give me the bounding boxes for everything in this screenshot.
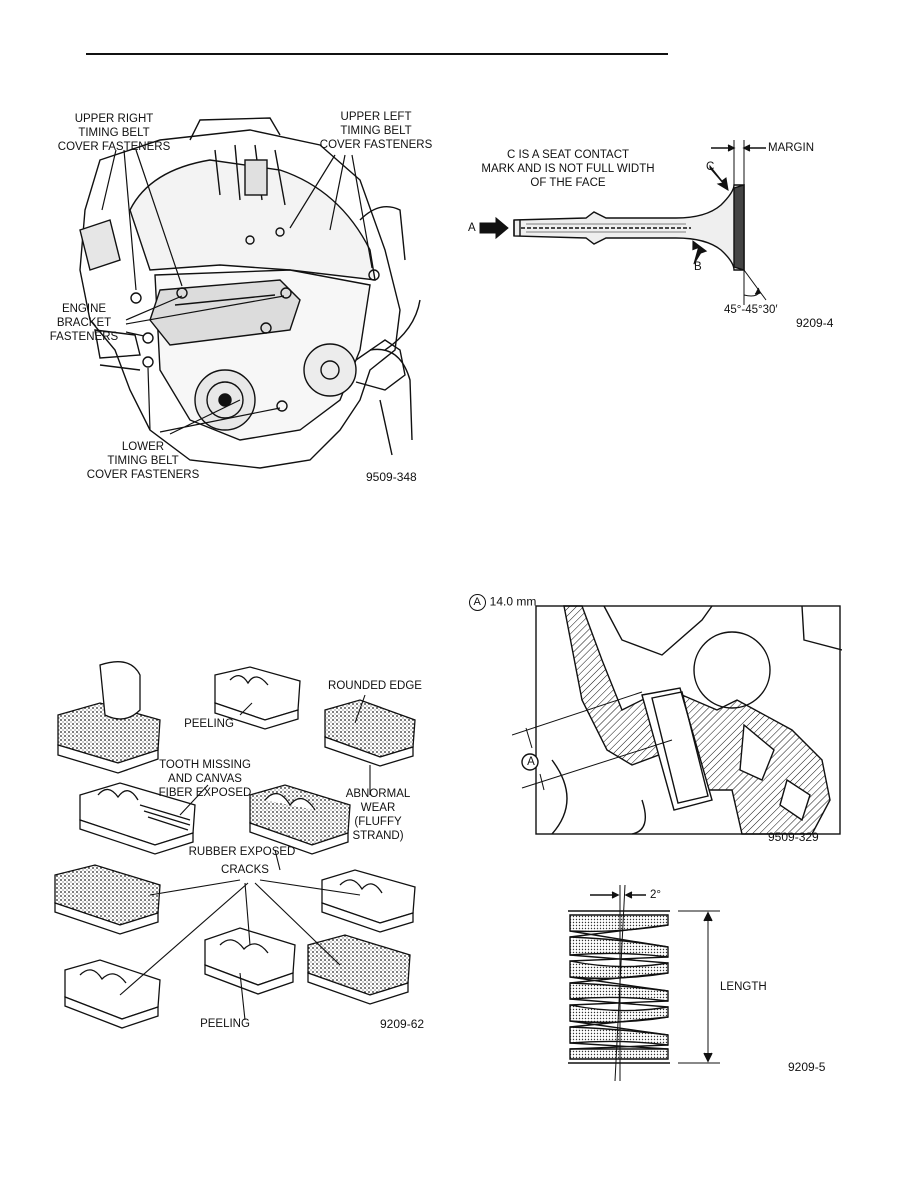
spring-figure: 2° LENGTH 9209-5 — [560, 885, 840, 1085]
label-cracks: CRACKS — [221, 864, 269, 876]
figure-code: 9209-5 — [788, 1060, 826, 1074]
timing-cover-drawing — [79, 117, 421, 469]
label-rubber-exposed: RUBBER EXPOSED — [188, 846, 296, 858]
label-upper-left-fasteners: UPPER LEFT TIMING BELT COVER FASTENERS — [319, 111, 433, 151]
label-b: B — [694, 261, 702, 273]
belt-wear-figure: PEELING ROUNDED EDGE TOOTH MISSING AND C… — [40, 655, 440, 1040]
label-tooth-missing: TOOTH MISSING AND CANVAS FIBER EXPOSED — [158, 759, 252, 799]
figure-code: 9209-62 — [380, 1017, 425, 1031]
label-peeling-bottom: PEELING — [200, 1018, 250, 1030]
header-rule — [86, 53, 668, 55]
label-length: LENGTH — [720, 981, 767, 993]
timing-cover-figure: UPPER RIGHT TIMING BELT COVER FASTENERS … — [40, 100, 440, 490]
label-margin: MARGIN — [768, 142, 814, 154]
valve-figure: C IS A SEAT CONTACT MARK AND IS NOT FULL… — [466, 130, 846, 340]
label-a: A — [468, 222, 476, 234]
label-rounded-edge: ROUNDED EDGE — [328, 680, 422, 692]
legend-marker: A — [468, 594, 486, 611]
figure-code: 9509-329 — [768, 830, 819, 844]
legend-value: 14.0 mm — [489, 594, 537, 609]
marker-a: A — [527, 756, 535, 768]
label-engine-bracket-fasteners: ENGINE BRACKET FASTENERS — [49, 303, 119, 343]
label-peeling-top: PEELING — [184, 718, 234, 730]
belt-wear-drawing — [54, 661, 416, 1029]
label-upper-right-fasteners: UPPER RIGHT TIMING BELT COVER FASTENERS — [57, 113, 171, 153]
label-abnormal-wear: ABNORMAL WEAR (FLUFFY STRAND) — [345, 788, 411, 842]
label-c: C — [706, 161, 715, 173]
valve-seal-drawing — [512, 605, 842, 835]
figure-code: 9209-4 — [796, 316, 834, 330]
spring-drawing — [568, 885, 720, 1082]
figure-code: 9509-348 — [366, 470, 417, 484]
label-lower-fasteners: LOWER TIMING BELT COVER FASTENERS — [86, 441, 200, 481]
label-angle: 45°-45°30′ — [724, 304, 778, 316]
label-angle: 2° — [650, 889, 661, 901]
label-seat-contact: C IS A SEAT CONTACT MARK AND IS NOT FULL… — [481, 149, 655, 189]
valve-drawing — [479, 140, 767, 305]
valve-seal-figure: A 9509-329 — [512, 600, 842, 850]
